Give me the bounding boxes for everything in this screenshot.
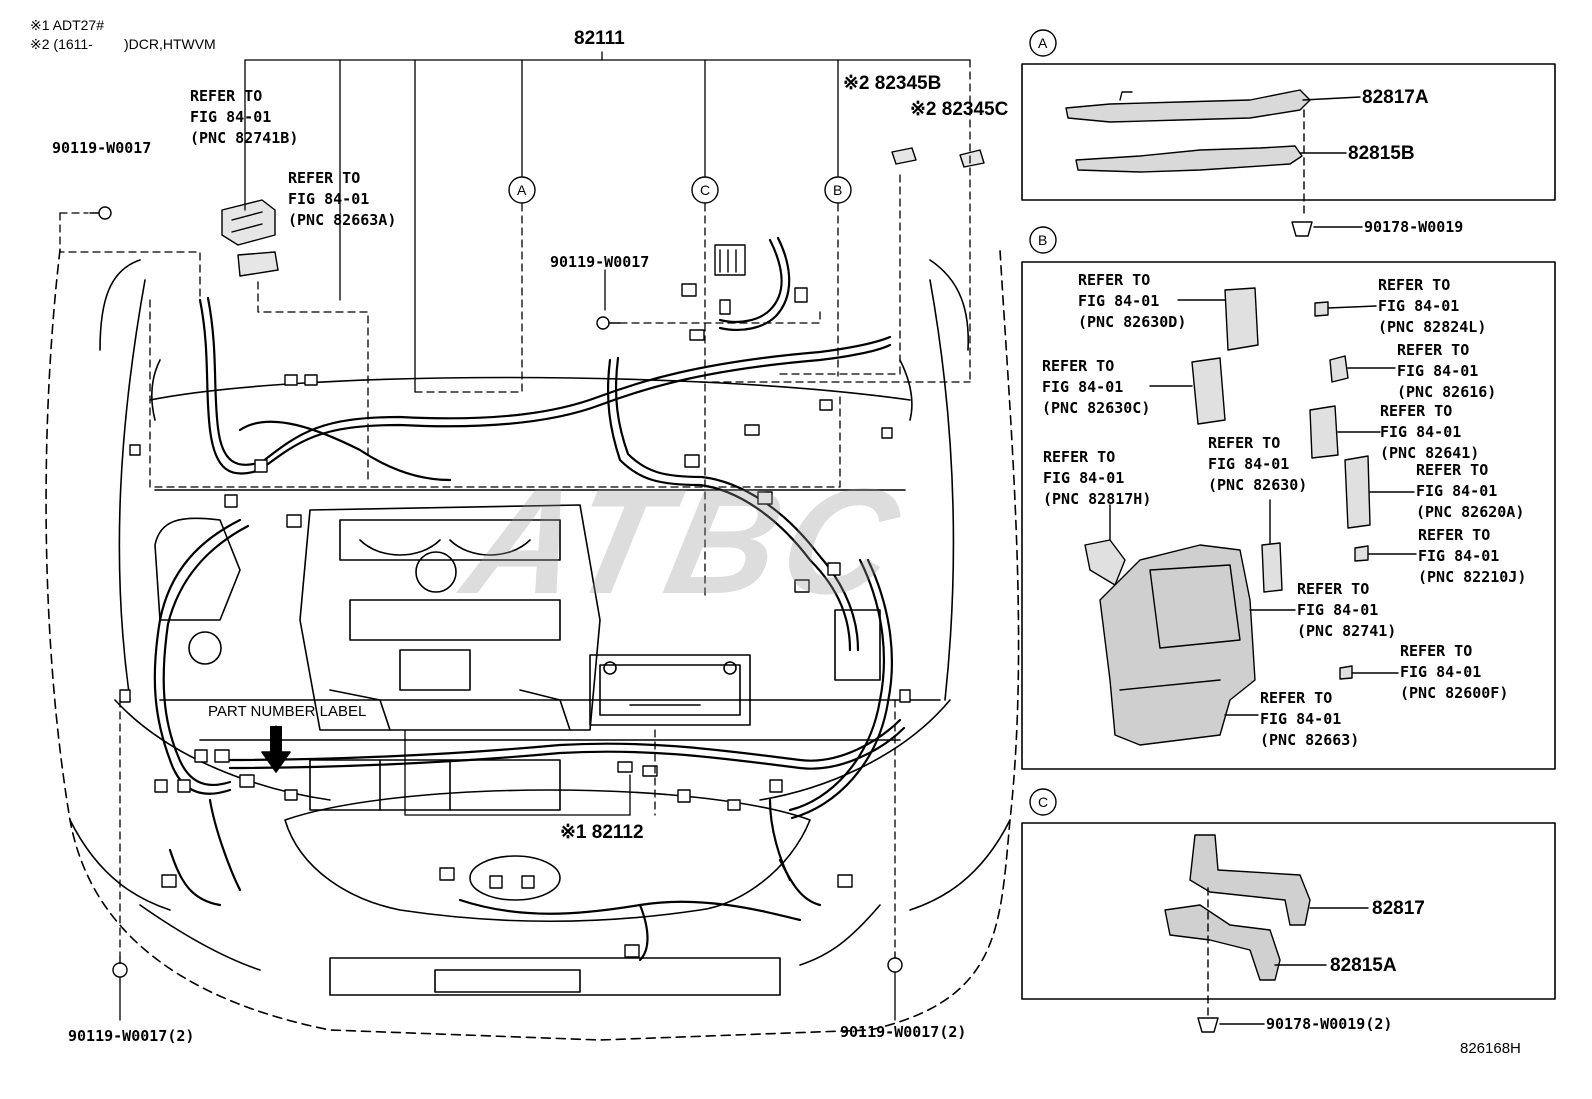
inset-b-ref-82663-3[interactable]: (PNC 82663) <box>1260 731 1360 749</box>
inset-b-ref-82663-1: REFER TO <box>1260 689 1333 707</box>
inset-b-ref-82641-2: FIG 84-01 <box>1380 423 1462 441</box>
inset-c-label: C <box>1038 794 1049 810</box>
inset-b-ref-82824l-2: FIG 84-01 <box>1378 297 1460 315</box>
inset-b-ref-82663-2: FIG 84-01 <box>1260 710 1342 728</box>
bolt-top-left-label[interactable]: 90119-W0017 <box>52 139 152 157</box>
leader-lines <box>59 51 971 1021</box>
sub-harness-82112-label[interactable]: ※1 82112 <box>560 822 644 843</box>
bolt-bottom-right-label[interactable]: 90119-W0017(2) <box>840 1023 967 1041</box>
inset-b-ref-82600f-1: REFER TO <box>1400 642 1473 660</box>
inset-a-label: A <box>1038 35 1048 51</box>
inset-boxes <box>1021 63 1556 1000</box>
inset-b-ref-82600f-2: FIG 84-01 <box>1400 663 1482 681</box>
illustration-id: 826168H <box>1460 1040 1521 1057</box>
inset-b-ref-82616-2: FIG 84-01 <box>1397 362 1479 380</box>
inset-b-label: B <box>1038 232 1048 248</box>
inset-b-ref-82824l-3[interactable]: (PNC 82824L) <box>1378 318 1487 336</box>
inset-a-part-82815b[interactable]: 82815B <box>1348 143 1415 164</box>
inset-b-ref-82630d-1: REFER TO <box>1078 271 1151 289</box>
inset-b-ref-82210j-2: FIG 84-01 <box>1418 547 1500 565</box>
ref-82741b-line1: REFER TO <box>190 87 263 105</box>
inset-a-drawing <box>1065 89 1363 237</box>
ref-82663a-line3[interactable]: (PNC 82663A) <box>288 211 397 229</box>
inset-b-ref-82817h-1: REFER TO <box>1043 448 1116 466</box>
label-arrow <box>261 751 291 773</box>
inset-b-ref-82630-2: FIG 84-01 <box>1208 455 1290 473</box>
inset-b-ref-82641-3[interactable]: (PNC 82641) <box>1380 444 1480 462</box>
inset-b-ref-82630d-3[interactable]: (PNC 82630D) <box>1078 313 1187 331</box>
inset-b-ref-82210j-3[interactable]: (PNC 82210J) <box>1418 568 1527 586</box>
car-body-outline <box>45 249 1020 1041</box>
inset-b-ref-82630c-3[interactable]: (PNC 82630C) <box>1042 399 1151 417</box>
inset-ref-b-main[interactable]: B <box>833 182 843 198</box>
inset-ref-circles <box>508 29 1057 816</box>
inset-b-ref-82616-1: REFER TO <box>1397 341 1470 359</box>
upper-components <box>89 147 985 978</box>
engine-block <box>154 504 941 811</box>
inset-c-part-82815a[interactable]: 82815A <box>1330 955 1397 976</box>
bolt-bottom-left-label[interactable]: 90119-W0017(2) <box>68 1027 195 1045</box>
inset-a-clip[interactable]: 90178-W0019 <box>1364 218 1464 236</box>
inset-c-drawing <box>1164 834 1369 1033</box>
part-number-label-text: PART NUMBER LABEL <box>208 703 367 720</box>
inset-b-ref-82741-1: REFER TO <box>1297 580 1370 598</box>
connector-82345b-label[interactable]: ※2 82345B <box>843 73 942 94</box>
inset-b-ref-82630c-1: REFER TO <box>1042 357 1115 375</box>
ref-82663a-line1: REFER TO <box>288 169 361 187</box>
inset-b-ref-82630d-2: FIG 84-01 <box>1078 292 1160 310</box>
inset-b-ref-82630-1: REFER TO <box>1208 434 1281 452</box>
inset-b-ref-82817h-3[interactable]: (PNC 82817H) <box>1043 490 1152 508</box>
inset-b-ref-82620a-2: FIG 84-01 <box>1416 482 1498 500</box>
inset-c-part-82817[interactable]: 82817 <box>1372 898 1425 919</box>
inset-b-ref-82620a-1: REFER TO <box>1416 461 1489 479</box>
harness-connectors <box>119 283 911 958</box>
inset-b-ref-82620a-3[interactable]: (PNC 82620A) <box>1416 503 1525 521</box>
inset-b-ref-82210j-1: REFER TO <box>1418 526 1491 544</box>
note-line-1: ※1 ADT27# <box>30 17 104 33</box>
inset-b-ref-82824l-1: REFER TO <box>1378 276 1451 294</box>
inset-b-ref-82741-3[interactable]: (PNC 82741) <box>1297 622 1397 640</box>
watermark: ATBC <box>452 457 918 625</box>
ref-82741b-line3[interactable]: (PNC 82741B) <box>190 129 299 147</box>
inset-b-ref-82741-2: FIG 84-01 <box>1297 601 1379 619</box>
inset-b-ref-82641-1: REFER TO <box>1380 402 1453 420</box>
connector-82345c-label[interactable]: ※2 82345C <box>910 99 1009 120</box>
inset-b-ref-82616-3[interactable]: (PNC 82616) <box>1397 383 1497 401</box>
inset-b-ref-82817h-2: FIG 84-01 <box>1043 469 1125 487</box>
main-part-number[interactable]: 82111 <box>574 28 625 49</box>
inset-b-drawing <box>1084 287 1417 746</box>
bolt-center-label[interactable]: 90119-W0017 <box>550 253 650 271</box>
inset-b-ref-82600f-3[interactable]: (PNC 82600F) <box>1400 684 1509 702</box>
ref-82663a-line2: FIG 84-01 <box>288 190 370 208</box>
inset-ref-a-main[interactable]: A <box>517 182 527 198</box>
inset-c-clip[interactable]: 90178-W0019(2) <box>1266 1015 1393 1033</box>
ref-82741b-line2: FIG 84-01 <box>190 108 272 126</box>
note-line-2: ※2 (1611- )DCR,HTWVM <box>30 36 216 52</box>
inset-a-part-82817a[interactable]: 82817A <box>1362 87 1429 108</box>
inset-b-ref-82630-3[interactable]: (PNC 82630) <box>1208 476 1308 494</box>
inset-b-ref-82630c-2: FIG 84-01 <box>1042 378 1124 396</box>
inset-ref-c-main[interactable]: C <box>700 182 711 198</box>
